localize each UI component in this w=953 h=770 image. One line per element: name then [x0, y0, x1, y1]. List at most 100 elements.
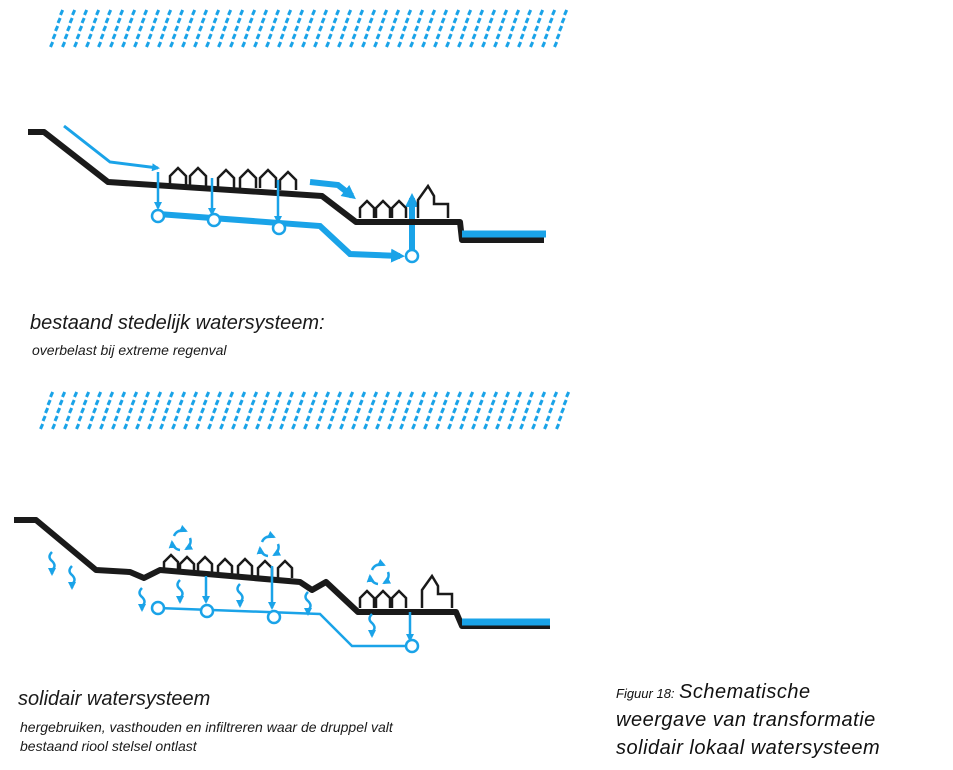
rain-icon: [409, 41, 415, 48]
house-icon: [196, 555, 214, 574]
rain-icon: [85, 391, 91, 398]
rain-icon: [539, 9, 545, 16]
panel-solidary-title: solidair watersysteem: [18, 688, 211, 710]
rain-icon: [409, 391, 415, 398]
rain-icon: [378, 25, 384, 32]
house-icon: [358, 589, 376, 608]
rain-icon: [301, 41, 307, 48]
rain-icon: [167, 9, 173, 16]
rain-icon: [233, 415, 239, 422]
rain-icon: [73, 391, 79, 398]
rain-icon: [53, 415, 59, 422]
rain-icon: [221, 415, 227, 422]
rain-icon: [351, 33, 357, 40]
rain-icon: [209, 415, 215, 422]
rain-icon: [83, 9, 89, 16]
rain-icon: [485, 415, 491, 422]
rain-icon: [368, 407, 374, 414]
rain-icon: [521, 415, 527, 422]
rain-icon: [373, 41, 379, 48]
house-icon: [256, 559, 274, 578]
rain-icon: [116, 407, 122, 414]
house-icon: [162, 553, 180, 572]
rain-icon: [212, 17, 218, 24]
rain-icon: [454, 399, 460, 406]
rain-icon: [229, 41, 235, 48]
rain-icon: [195, 33, 201, 40]
rain-icon: [416, 407, 422, 414]
rain-icon: [462, 25, 468, 32]
rain-icon: [339, 423, 345, 430]
rain-icon: [94, 399, 100, 406]
rain-icon: [509, 415, 515, 422]
rain-icon: [78, 25, 84, 32]
rain-icon: [140, 407, 146, 414]
rain-icon: [418, 399, 424, 406]
rain-icon: [495, 33, 501, 40]
church-icon: [420, 573, 454, 608]
rain-icon: [289, 391, 295, 398]
rain-icon: [452, 17, 458, 24]
rain-icon: [63, 423, 69, 430]
rain-icon: [322, 399, 328, 406]
rain-icon: [413, 415, 419, 422]
rain-icon: [193, 391, 199, 398]
rain-icon: [313, 41, 319, 48]
rain-icon: [183, 423, 189, 430]
rain-icon: [370, 399, 376, 406]
rain-icon: [152, 17, 158, 24]
rain-icon: [279, 33, 285, 40]
rain-icon: [284, 407, 290, 414]
rain-icon: [214, 399, 220, 406]
rain-icon: [61, 391, 67, 398]
rain-icon: [126, 25, 132, 32]
rain-icon: [248, 407, 254, 414]
rain-icon: [368, 17, 374, 24]
rain-icon: [531, 33, 537, 40]
rain-icon: [469, 41, 475, 48]
rain-icon: [257, 415, 263, 422]
house-icon: [168, 166, 188, 186]
rain-icon: [437, 415, 443, 422]
rain-icon: [241, 391, 247, 398]
rain-icon: [356, 407, 362, 414]
rain-icon: [469, 391, 475, 398]
rain-icon: [529, 41, 535, 48]
rain-icon: [73, 41, 79, 48]
rain-icon: [243, 423, 249, 430]
rain-icon: [397, 391, 403, 398]
rain-icon: [109, 41, 115, 48]
rain-icon: [423, 423, 429, 430]
rain-icon: [173, 415, 179, 422]
rain-icon: [346, 399, 352, 406]
rain-icon: [301, 391, 307, 398]
rain-icon: [154, 399, 160, 406]
rain-icon: [344, 407, 350, 414]
rain-icon: [205, 391, 211, 398]
rain-icon: [349, 41, 355, 48]
rain-icon: [262, 399, 268, 406]
rain-icon: [198, 25, 204, 32]
rain-icon: [85, 41, 91, 48]
rain-icon: [114, 25, 120, 32]
rain-icon: [308, 17, 314, 24]
rain-icon: [315, 423, 321, 430]
rain-icon: [128, 17, 134, 24]
rain-icon: [380, 17, 386, 24]
house-icon: [178, 555, 196, 574]
rain-icon: [404, 17, 410, 24]
rain-icon: [140, 17, 146, 24]
rain-icon: [298, 399, 304, 406]
rain-icon: [191, 9, 197, 16]
rain-icon: [399, 33, 405, 40]
rain-icon: [377, 415, 383, 422]
rain-icon: [80, 17, 86, 24]
rain-icon: [553, 41, 559, 48]
rain-icon: [558, 25, 564, 32]
house-icon: [216, 557, 234, 576]
rain-icon: [428, 17, 434, 24]
houses-top: [168, 166, 450, 218]
rain-icon: [303, 33, 309, 40]
rain-icon: [471, 33, 477, 40]
rain-icon: [517, 391, 523, 398]
